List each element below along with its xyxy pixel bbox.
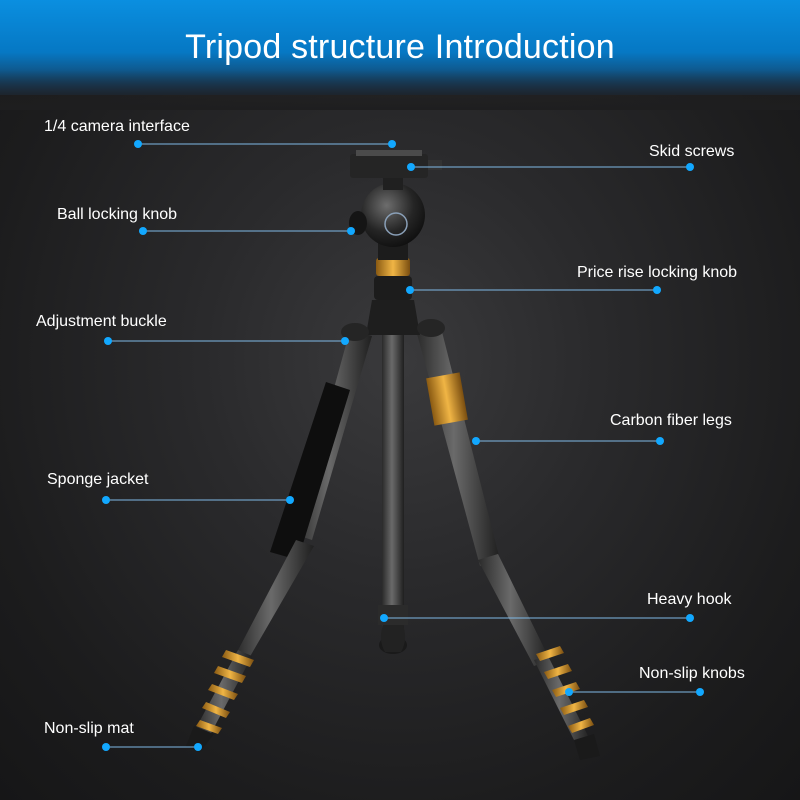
callout-dots	[102, 140, 704, 751]
leg-hub	[341, 300, 445, 341]
callout-lines	[106, 143, 700, 748]
ball-head	[349, 150, 442, 260]
label-non-slip-mat: Non-slip mat	[44, 720, 134, 737]
banner-fade	[0, 70, 800, 110]
label-ball-locking-knob: Ball locking knob	[57, 206, 178, 223]
page-title: Tripod structure Introduction	[185, 28, 615, 66]
column-lock-knob	[374, 258, 412, 300]
center-column	[378, 330, 408, 654]
label-sponge-jacket: Sponge jacket	[47, 471, 149, 488]
label-camera-interface: 1/4 camera interface	[44, 118, 190, 135]
right-leg	[416, 324, 600, 760]
label-heavy-hook: Heavy hook	[647, 591, 732, 608]
label-price-rise-locking-knob: Price rise locking knob	[577, 264, 738, 281]
left-leg	[186, 330, 372, 752]
label-carbon-fiber-legs: Carbon fiber legs	[610, 412, 732, 429]
label-skid-screws: Skid screws	[649, 143, 735, 160]
label-non-slip-knobs: Non-slip knobs	[639, 665, 745, 682]
label-adjustment-buckle: Adjustment buckle	[36, 313, 167, 330]
